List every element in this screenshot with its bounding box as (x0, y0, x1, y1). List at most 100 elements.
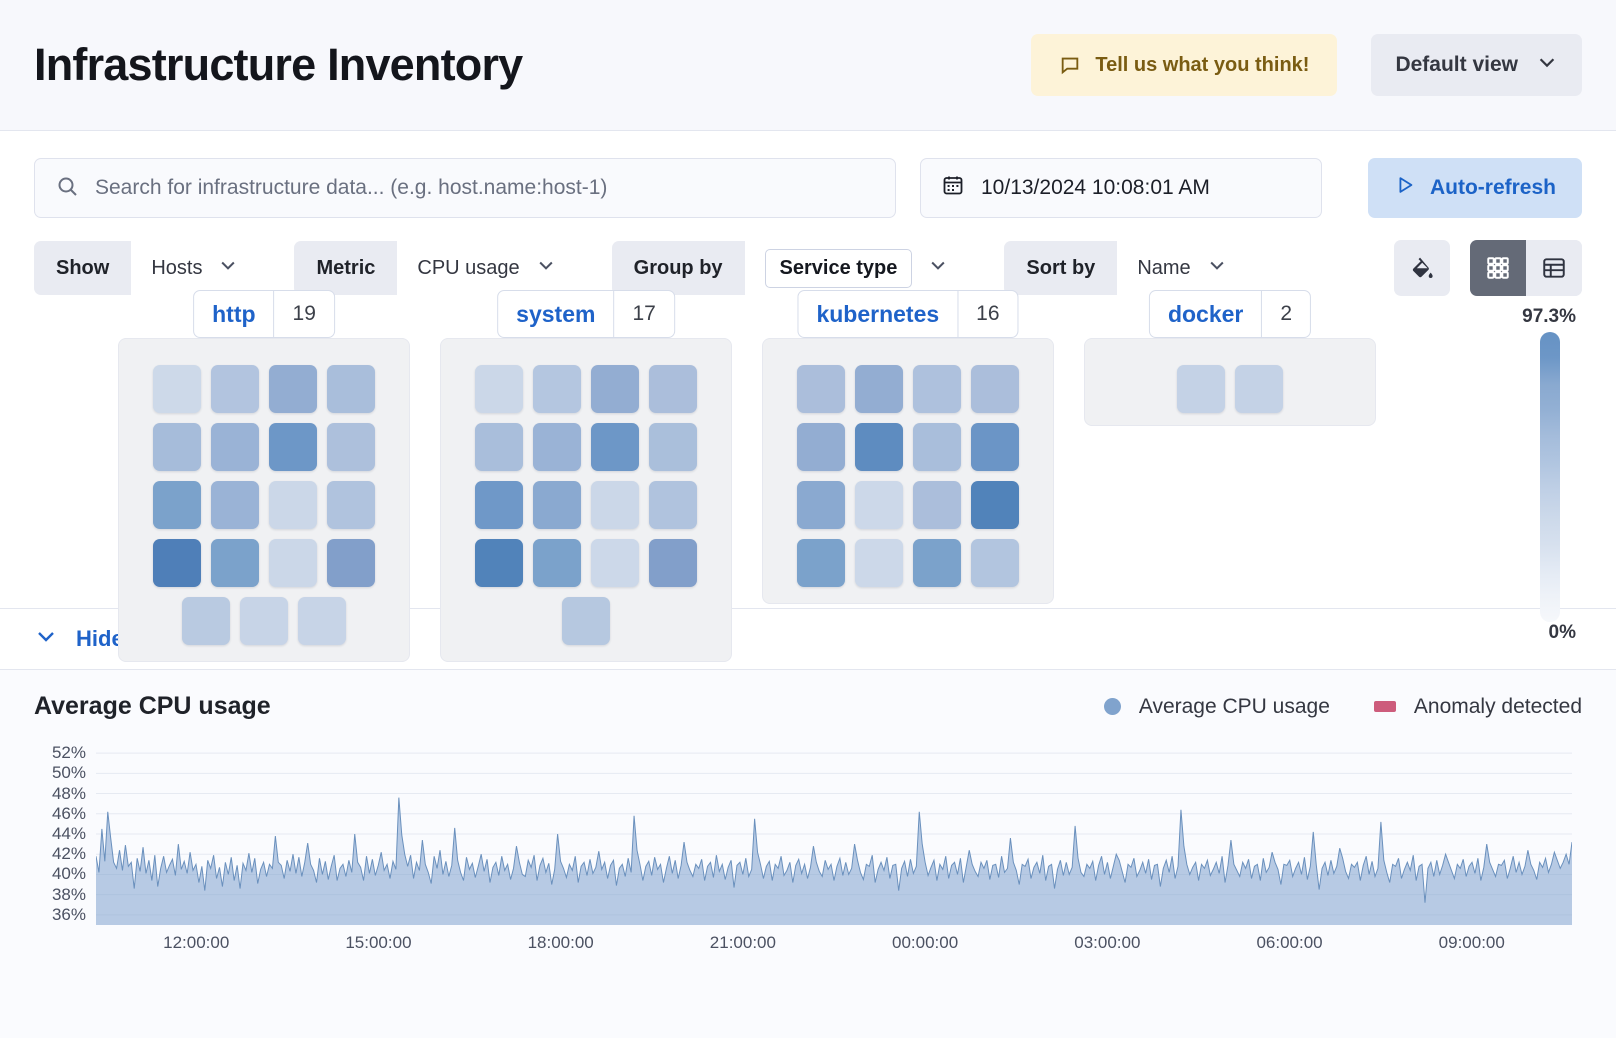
heatmap-tile[interactable] (533, 481, 581, 529)
heatmap-tile[interactable] (913, 539, 961, 587)
heatmap-tile[interactable] (1235, 365, 1283, 413)
group-http-name: http (212, 300, 256, 327)
view-toolbar (1394, 240, 1582, 296)
heatmap-tile[interactable] (913, 481, 961, 529)
heatmap-tile[interactable] (797, 481, 845, 529)
feedback-button[interactable]: Tell us what you think! (1031, 34, 1338, 96)
heatmap-tile[interactable] (182, 597, 230, 645)
heatmap-tile[interactable] (797, 423, 845, 471)
heatmap-tile[interactable] (649, 365, 697, 413)
chevron-down-icon (536, 255, 556, 281)
heatmap-tile[interactable] (269, 481, 317, 529)
heatmap-tile[interactable] (971, 539, 1019, 587)
header-actions: Tell us what you think! Default view (1031, 34, 1582, 96)
chart-y-tick: 50% (51, 763, 86, 783)
heatmap-tile[interactable] (269, 423, 317, 471)
heatmap-tile[interactable] (533, 423, 581, 471)
chart-y-tick: 38% (51, 884, 86, 904)
heatmap-tile[interactable] (649, 481, 697, 529)
chevron-down-icon (928, 255, 948, 281)
filter-show-value[interactable]: Hosts (131, 241, 259, 295)
filter-metric-value[interactable]: CPU usage (397, 241, 576, 295)
legend-item-average-cpu-usage[interactable]: Average CPU usage (1103, 695, 1330, 719)
search-input[interactable] (95, 176, 875, 200)
filter-show: Show Hosts (34, 241, 259, 295)
chart-title: Average CPU usage (34, 692, 271, 720)
heatmap-tile[interactable] (327, 423, 375, 471)
heatmap-tile[interactable] (649, 539, 697, 587)
filter-group-by-value[interactable]: Service type (744, 241, 969, 295)
heatmap-tile[interactable] (153, 423, 201, 471)
heatmap-tile[interactable] (971, 481, 1019, 529)
heatmap-tile[interactable] (327, 539, 375, 587)
heatmap-tile[interactable] (591, 423, 639, 471)
view-mode-toggle (1470, 240, 1582, 296)
chart-x-tick: 03:00:00 (1074, 933, 1141, 952)
heatmap-tile[interactable] (211, 365, 259, 413)
view-selector-label: Default view (1395, 53, 1518, 76)
group-docker-header[interactable]: docker 2 (1148, 290, 1312, 338)
search-row: 10/13/2024 10:08:01 AM Auto-refresh (34, 158, 1582, 218)
filter-sort-by: Sort by Name (1004, 241, 1247, 295)
table-view-icon[interactable] (1526, 240, 1582, 296)
heatmap-tile[interactable] (327, 365, 375, 413)
chevron-down-icon (1207, 255, 1227, 281)
heatmap-tile[interactable] (475, 539, 523, 587)
search-icon (55, 174, 79, 203)
color-fill-icon[interactable] (1394, 240, 1450, 296)
heatmap-tile[interactable] (153, 481, 201, 529)
chart-x-tick: 18:00:00 (527, 933, 594, 952)
group-http-tiles (118, 338, 410, 662)
heatmap-tile[interactable] (211, 539, 259, 587)
heatmap-tile[interactable] (855, 539, 903, 587)
heatmap-tile[interactable] (211, 481, 259, 529)
heatmap-tile[interactable] (269, 539, 317, 587)
group-http-count: 19 (273, 291, 334, 337)
heatmap-tile[interactable] (533, 539, 581, 587)
heatmap-tile[interactable] (913, 423, 961, 471)
heatmap-tile[interactable] (591, 539, 639, 587)
heatmap-tile[interactable] (971, 365, 1019, 413)
filter-sort-by-value[interactable]: Name (1117, 241, 1247, 295)
chart-plot-area[interactable] (96, 743, 1572, 925)
heatmap-tile[interactable] (855, 365, 903, 413)
heatmap-tile[interactable] (298, 597, 346, 645)
heatmap-tile[interactable] (855, 481, 903, 529)
heatmap-tile[interactable] (153, 365, 201, 413)
auto-refresh-button[interactable]: Auto-refresh (1367, 158, 1582, 218)
search-field[interactable] (34, 158, 896, 218)
heatmap-tile[interactable] (971, 423, 1019, 471)
heatmap-section: http 19 system 17 kubernetes 16 (0, 290, 1616, 662)
chart-y-tick: 44% (51, 824, 86, 843)
heatmap-tile[interactable] (475, 423, 523, 471)
heatmap-tile[interactable] (153, 539, 201, 587)
legend-max-value: 97.3% (1522, 306, 1576, 327)
legend-item-anomaly-detected[interactable]: Anomaly detected (1373, 694, 1582, 719)
heatmap-tile[interactable] (797, 365, 845, 413)
controls-bar: 10/13/2024 10:08:01 AM Auto-refresh Show… (0, 131, 1616, 296)
legend-label-anomaly-detected: Anomaly detected (1413, 694, 1582, 718)
heatmap-tile[interactable] (475, 481, 523, 529)
heatmap-tile[interactable] (240, 597, 288, 645)
heatmap-tile[interactable] (591, 481, 639, 529)
heatmap-tile[interactable] (591, 365, 639, 413)
heatmap-tile[interactable] (855, 423, 903, 471)
heatmap-tile[interactable] (913, 365, 961, 413)
filter-group-by-label: Group by (611, 241, 745, 295)
heatmap-tile[interactable] (269, 365, 317, 413)
heatmap-tile[interactable] (211, 423, 259, 471)
heatmap-tile[interactable] (327, 481, 375, 529)
grid-view-icon[interactable] (1470, 240, 1526, 296)
heatmap-tile[interactable] (1177, 365, 1225, 413)
heatmap-tile[interactable] (562, 597, 610, 645)
legend-min-value: 0% (1548, 622, 1576, 643)
view-selector-button[interactable]: Default view (1371, 34, 1582, 96)
group-kubernetes-header[interactable]: kubernetes 16 (797, 290, 1019, 338)
group-system-header[interactable]: system 17 (497, 290, 675, 338)
heatmap-tile[interactable] (475, 365, 523, 413)
date-picker[interactable]: 10/13/2024 10:08:01 AM (920, 158, 1322, 218)
heatmap-tile[interactable] (797, 539, 845, 587)
heatmap-tile[interactable] (649, 423, 697, 471)
group-http-header[interactable]: http 19 (193, 290, 335, 338)
heatmap-tile[interactable] (533, 365, 581, 413)
